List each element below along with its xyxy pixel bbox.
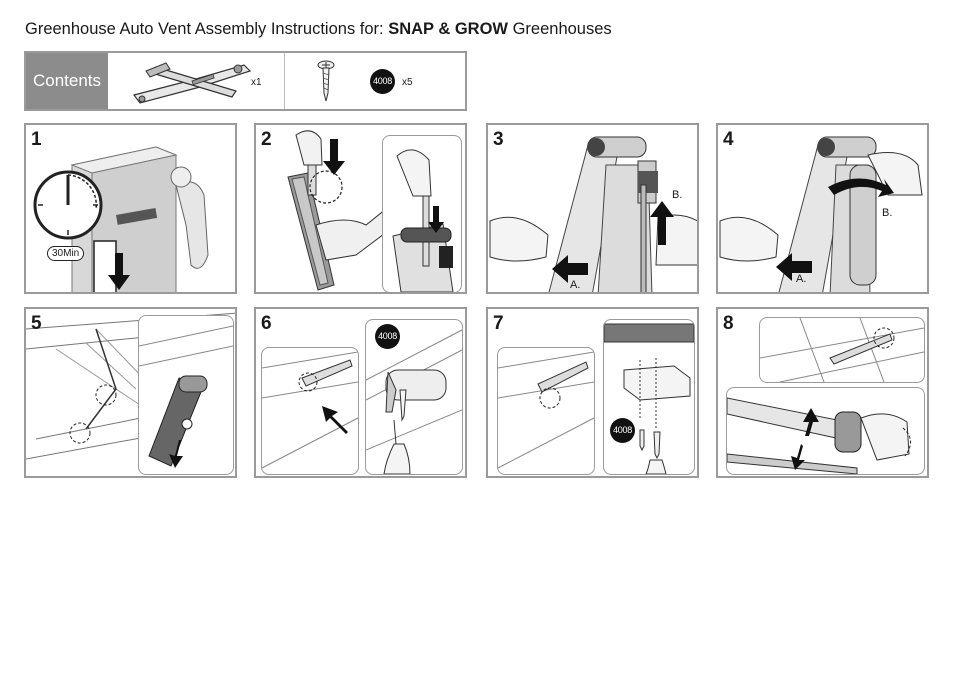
step-2-panel: 2 (254, 123, 467, 294)
step-3-panel: 3 B. A. (486, 123, 699, 294)
contents-label: Contents (26, 53, 108, 109)
opener-quantity: x1 (251, 77, 262, 88)
step-6-panel: 6 4008 (254, 307, 467, 478)
greenhouse-frame-illustration (262, 348, 358, 474)
step-4-panel: 4 B. A. (716, 123, 929, 294)
step-8-panel: 8 (716, 307, 929, 478)
screw-part-code-badge: 4008 (610, 418, 635, 443)
left-arrow-icon (718, 125, 929, 294)
screw-part-code-badge: 4008 (370, 69, 395, 94)
label-b: B. (672, 189, 682, 201)
step-number: 3 (493, 129, 504, 151)
step-5-panel: 5 (24, 307, 237, 478)
step-number: 6 (261, 313, 272, 335)
step-number: 4 (723, 129, 734, 151)
label-a: A. (570, 279, 580, 291)
opener-detail-illustration (139, 316, 233, 474)
screw-icon (316, 59, 336, 103)
step-7-detail-inset: 4008 (603, 319, 695, 475)
step-number: 7 (493, 313, 504, 335)
step-5-detail-inset (138, 315, 234, 475)
step-number: 1 (31, 129, 42, 151)
step-7-overview-inset (497, 347, 595, 475)
vent-arm-adjust-illustration (727, 388, 924, 474)
brand-name: SNAP & GROW (388, 20, 508, 38)
step-1-panel: 1 30Min (24, 123, 237, 294)
auto-vent-opener-illustration (126, 57, 256, 107)
step-8-detail-inset (726, 387, 925, 475)
timer-label: 30Min (47, 246, 84, 261)
contents-box: Contents x1 4008 x5 (24, 51, 467, 111)
page-title: Greenhouse Auto Vent Assembly Instructio… (25, 20, 612, 39)
step-7-panel: 7 4008 (486, 307, 699, 478)
screw-quantity: x5 (402, 77, 413, 88)
bracket-fixing-illustration (604, 320, 694, 474)
left-arrow-icon (488, 125, 699, 294)
step-6-overview-inset (261, 347, 359, 475)
screw-part-code-badge: 4008 (375, 324, 400, 349)
step-8-overview-inset (759, 317, 925, 383)
step-2-detail-inset (382, 135, 462, 293)
step-number: 2 (261, 129, 272, 151)
step-number: 8 (723, 313, 734, 335)
title-prefix: Greenhouse Auto Vent Assembly Instructio… (25, 20, 388, 38)
title-suffix: Greenhouses (508, 20, 612, 38)
label-a: A. (796, 273, 806, 285)
greenhouse-frame-illustration (498, 348, 594, 474)
down-arrow-icon (26, 125, 237, 294)
step-6-detail-inset: 4008 (365, 319, 463, 475)
greenhouse-roof-illustration (760, 318, 924, 382)
step-number: 5 (31, 313, 42, 335)
bracket-detail-illustration (383, 136, 461, 292)
label-b: B. (882, 207, 892, 219)
contents-divider (284, 53, 285, 109)
